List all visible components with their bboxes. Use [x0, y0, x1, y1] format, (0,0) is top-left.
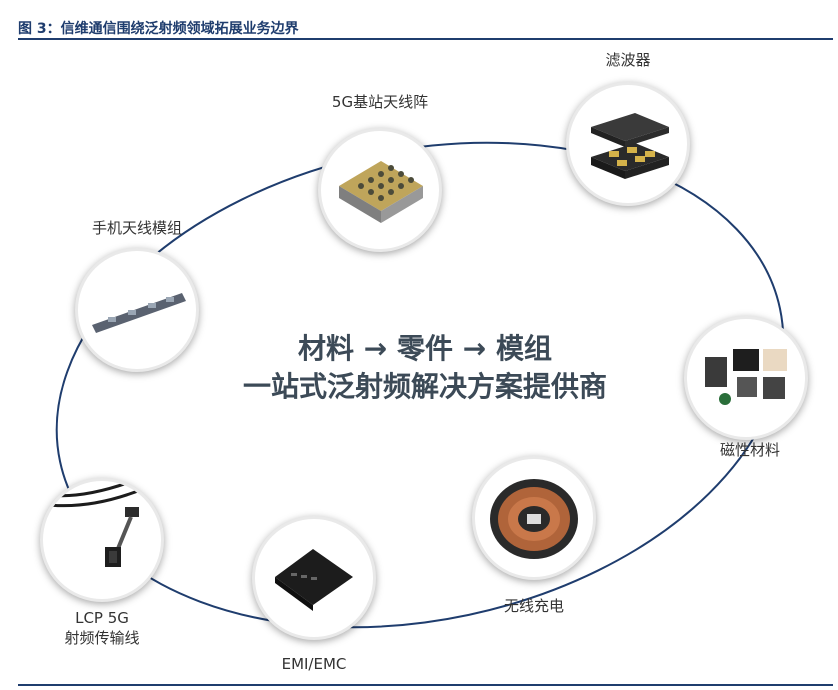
label-lcp-line1: LCP 5G — [75, 609, 129, 627]
wireless-image — [490, 479, 578, 559]
node-emi — [252, 516, 376, 640]
antenna-array-image — [339, 161, 423, 223]
label-lcp: LCP 5G 射频传输线 — [40, 608, 164, 648]
node-phone-antenna — [75, 248, 199, 372]
node-filter — [566, 82, 690, 206]
label-lcp-line2: 射频传输线 — [64, 629, 140, 647]
filter-image — [591, 113, 669, 179]
top-rule — [18, 38, 833, 40]
emi-image — [275, 549, 353, 611]
node-antenna-array — [318, 128, 442, 252]
magnetic-image — [705, 349, 787, 405]
node-lcp — [40, 478, 164, 602]
label-magnetic: 磁性材料 — [719, 441, 780, 459]
figure-title: 图 3：信维通信围绕泛射频领域拓展业务边界 — [18, 21, 299, 37]
center-text: 材料 → 零件 → 模组 一站式泛射频解决方案提供商 — [190, 330, 660, 406]
node-magnetic — [684, 316, 808, 440]
center-line2: 一站式泛射频解决方案提供商 — [242, 370, 607, 403]
label-wireless: 无线充电 — [503, 597, 564, 615]
phone-antenna-image — [92, 293, 186, 333]
label-phone-antenna: 手机天线模组 — [91, 219, 182, 237]
lcp-image — [48, 481, 144, 567]
label-emi: EMI/EMC — [281, 655, 347, 673]
center-line1: 材料 → 零件 → 模组 — [298, 332, 552, 365]
label-filter: 滤波器 — [605, 51, 651, 69]
label-antenna-array: 5G基站天线阵 — [331, 93, 429, 111]
bottom-rule — [18, 684, 833, 686]
node-wireless — [472, 456, 596, 580]
